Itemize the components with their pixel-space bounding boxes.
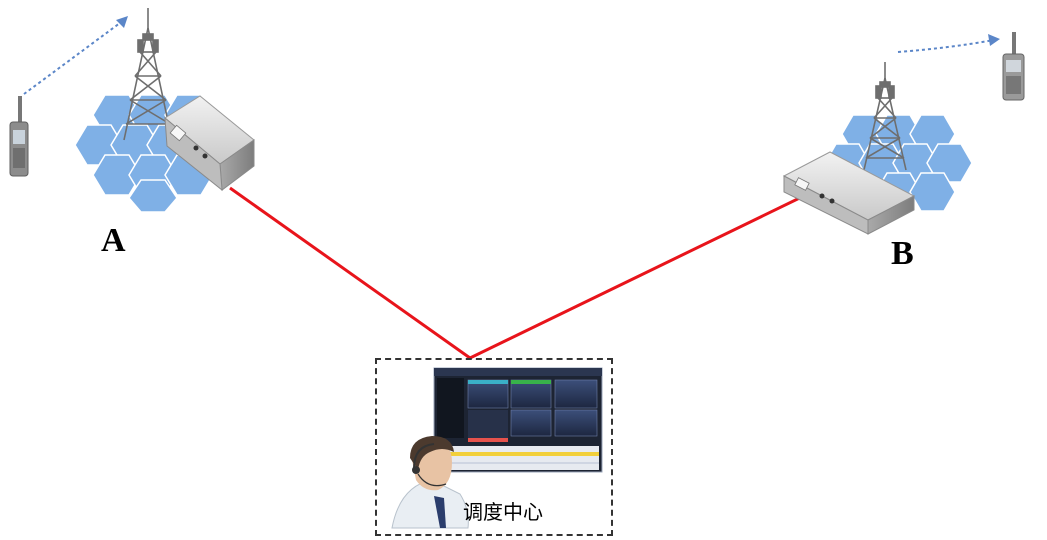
- hex-cell-icon: [128, 179, 178, 213]
- base-station-icon: [164, 95, 255, 192]
- link-line-a: [229, 186, 471, 360]
- dispatcher-operator-icon: [391, 436, 469, 529]
- radio-handset-icon: [1002, 32, 1025, 101]
- link-line-b: [469, 190, 813, 360]
- dispatch-center-label: 调度中心: [463, 500, 543, 524]
- radio-tower-icon: [123, 8, 173, 141]
- dispatch-console-screen-icon: [433, 367, 603, 473]
- base-station-icon: [782, 151, 916, 235]
- site-a-label: A: [101, 222, 126, 259]
- signal-path-a: [23, 16, 128, 95]
- hex-cell-icon: [92, 154, 142, 196]
- dispatch-center-frame: [375, 358, 613, 536]
- hex-cell-icon: [909, 172, 956, 212]
- signal-path-b: [897, 34, 1000, 53]
- radio-tower-icon: [863, 62, 907, 171]
- site-b-label: B: [891, 235, 914, 272]
- radio-handset-icon: [9, 96, 29, 177]
- hex-cell-cluster-a: [74, 94, 214, 213]
